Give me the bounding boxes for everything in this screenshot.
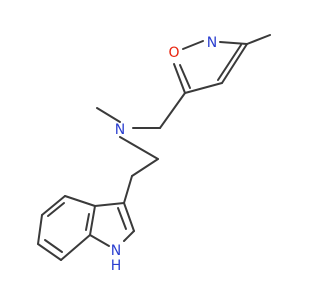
bond-c5-o-double — [179, 64, 191, 89]
bond-ch2-ch2 — [131, 158, 159, 177]
bond-ch2-c3-indole — [123, 175, 133, 204]
bond-c4-c5 — [184, 82, 223, 94]
bond-c3-methyl — [246, 34, 271, 45]
bond-c3-c4 — [221, 43, 248, 84]
atom-label-indole-n: N — [111, 243, 121, 259]
bond-c3-c3a — [94, 202, 125, 207]
atom-label-isoxazole-n: N — [207, 35, 217, 51]
bond-c3a-c7a — [89, 205, 96, 236]
bond-c3-c2-double — [117, 207, 127, 230]
bond-c7-c7a — [60, 234, 91, 261]
bond-c3-c4-double — [217, 44, 242, 81]
structure-canvas: N O N N H — [0, 0, 300, 300]
bond-o-n — [182, 40, 204, 50]
bond-c3a-c4 — [64, 195, 96, 207]
bond-n1-c7a — [89, 234, 110, 247]
isoxazole-ring — [173, 34, 271, 94]
bond-c5-o — [173, 63, 186, 94]
amine-linker — [96, 92, 186, 204]
molecule-diagram: N O N N H — [0, 0, 300, 300]
indole-ring — [37, 195, 135, 261]
bond-c3-c2 — [123, 202, 135, 232]
bond-c2-n1 — [123, 230, 135, 242]
bond-n-ch2-a — [119, 136, 159, 160]
bond-c5-ch2 — [159, 92, 186, 129]
bond-c4-c5-double — [47, 202, 65, 217]
bond-c6-c7 — [37, 243, 62, 261]
bond-c4-c5 — [41, 195, 66, 216]
atom-label-indole-h: H — [111, 258, 122, 274]
background — [0, 0, 300, 300]
bond-c3a-c7a-double — [85, 213, 90, 231]
atom-label-amine-n: N — [115, 122, 125, 138]
bond-c5-c6 — [37, 214, 43, 245]
atom-label-isoxazole-o: O — [168, 45, 179, 61]
bond-n-c3 — [219, 41, 248, 45]
bond-c6-c7-double — [44, 239, 63, 253]
bond-n-methyl — [96, 107, 121, 123]
